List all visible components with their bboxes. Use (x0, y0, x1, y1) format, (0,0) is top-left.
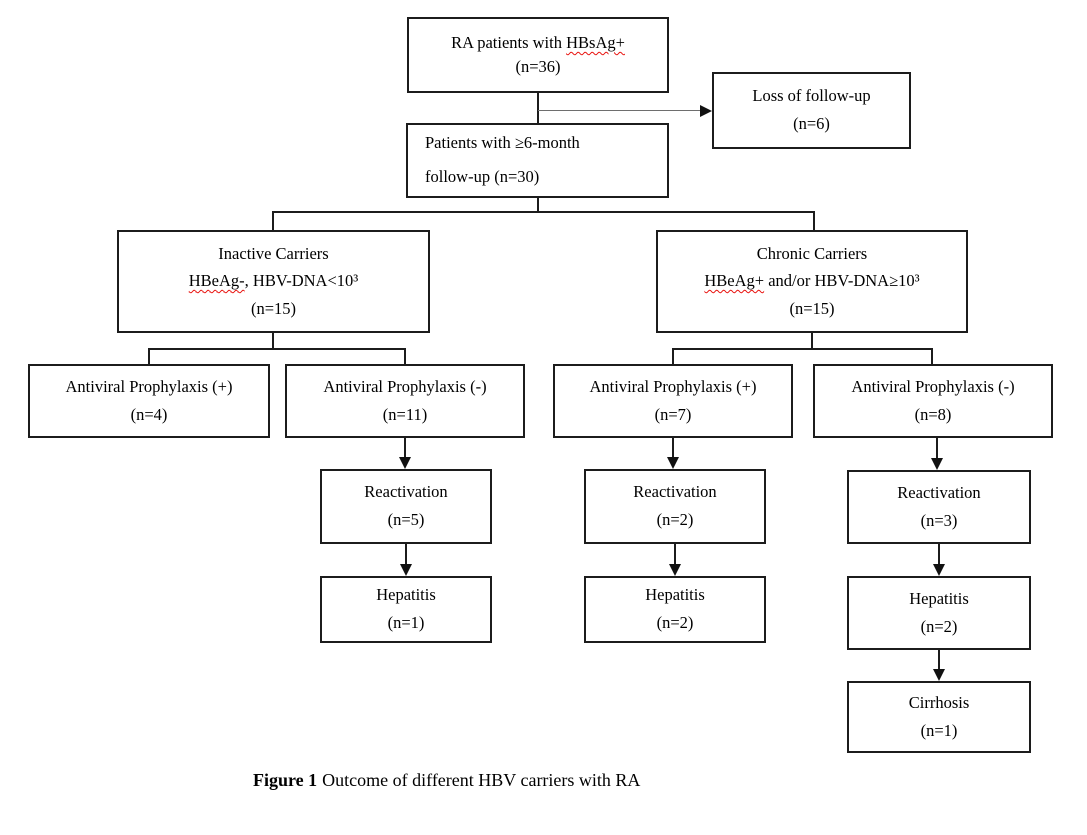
node-label: RA patients with HBsAg+ (451, 32, 625, 52)
connector-drop-ap-plus-chronic (672, 348, 674, 364)
node-label: Hepatitis (376, 585, 436, 605)
node-count: (n=7) (654, 404, 692, 424)
arrow-apminus-to-react-inactive (404, 438, 406, 459)
node-antiviral-minus-chronic: Antiviral Prophylaxis (-) (n=8) (813, 364, 1053, 438)
node-count: (n=15) (250, 298, 297, 318)
arrow-applus-to-react-chronic (672, 438, 674, 459)
arrow-apminus-to-react-chronic (936, 438, 938, 460)
arrow-react-to-hep-inactive (405, 544, 407, 566)
node-reactivation-inactive: Reactivation (n=5) (320, 469, 492, 544)
node-inactive-carriers: Inactive Carriers HBeAg-, HBV-DNA<10³ (n… (117, 230, 430, 333)
node-label: Reactivation (633, 482, 717, 502)
node-count: (n=1) (387, 613, 425, 632)
node-count: (n=36) (515, 56, 561, 76)
node-criteria: HBeAg-, HBV-DNA<10³ (188, 271, 359, 291)
node-label: Antiviral Prophylaxis (-) (851, 376, 1015, 396)
node-label: Reactivation (897, 482, 981, 502)
connector-chronic-stem (811, 333, 813, 349)
node-count: (n=8) (914, 404, 952, 424)
spellcheck-underline: HBsAg+ (566, 32, 625, 52)
arrowhead-cirrhosis-icon (933, 669, 945, 681)
node-label: Antiviral Prophylaxis (-) (323, 376, 487, 396)
node-count: (n=1) (920, 720, 958, 740)
arrowhead-hep-inactive-icon (400, 564, 412, 576)
node-label: Antiviral Prophylaxis (+) (589, 376, 757, 396)
connector-drop-ap-minus-chronic (931, 348, 933, 364)
node-label-line1: Patients with ≥6-month (425, 133, 580, 153)
connector-loss-line (538, 110, 701, 111)
node-label: Hepatitis (645, 585, 705, 605)
figure-caption-label: Figure 1 (253, 770, 318, 790)
node-count: (n=6) (793, 114, 830, 133)
arrow-hep-to-cirrhosis (938, 650, 940, 671)
connector-followup-stem (537, 198, 539, 212)
node-count: (n=5) (387, 510, 425, 529)
node-count: (n=2) (656, 613, 694, 632)
node-loss-followup: Loss of follow-up (n=6) (712, 72, 911, 149)
node-hepatitis-chronic-plus: Hepatitis (n=2) (584, 576, 766, 643)
node-count: (n=2) (656, 510, 694, 529)
connector-inactive-stem (272, 333, 274, 349)
node-antiviral-plus-chronic: Antiviral Prophylaxis (+) (n=7) (553, 364, 793, 438)
connector-drop-ap-plus-inactive (148, 348, 150, 364)
arrowhead-react-chronic-plus-icon (667, 457, 679, 469)
node-reactivation-chronic-plus: Reactivation (n=2) (584, 469, 766, 544)
spellcheck-underline: HBeAg- (188, 271, 245, 291)
node-count: (n=15) (789, 298, 835, 318)
connector-drop-inactive (272, 211, 274, 230)
node-antiviral-minus-inactive: Antiviral Prophylaxis (-) (n=11) (285, 364, 525, 438)
node-ra-patients: RA patients with HBsAg+ (n=36) (407, 17, 669, 93)
node-chronic-carriers: Chronic Carriers HBeAg+ and/or HBV-DNA≥1… (656, 230, 968, 333)
node-label: Loss of follow-up (752, 86, 871, 106)
node-label: Reactivation (364, 482, 448, 502)
connector-drop-ap-minus-inactive (404, 348, 406, 364)
node-antiviral-plus-inactive: Antiviral Prophylaxis (+) (n=4) (28, 364, 270, 438)
node-label: Antiviral Prophylaxis (+) (65, 376, 233, 396)
loss-arrowhead-icon (700, 105, 712, 117)
connector-root-to-followup (537, 93, 539, 123)
spellcheck-underline: HBeAg+ (704, 271, 765, 291)
arrowhead-react-chronic-minus-icon (931, 458, 943, 470)
node-count: (n=4) (130, 404, 168, 424)
connector-inactive-split-bar (148, 348, 406, 350)
node-title: Inactive Carriers (218, 243, 329, 263)
arrowhead-react-inactive-icon (399, 457, 411, 469)
arrow-react-to-hep-chronic-minus (938, 544, 940, 566)
arrowhead-hep-chronic-plus-icon (669, 564, 681, 576)
node-title: Chronic Carriers (756, 243, 868, 263)
node-reactivation-chronic-minus: Reactivation (n=3) (847, 470, 1031, 544)
arrow-react-to-hep-chronic-plus (674, 544, 676, 566)
figure-caption-text: Outcome of different HBV carriers with R… (322, 770, 641, 790)
node-count: (n=2) (920, 616, 958, 636)
node-cirrhosis: Cirrhosis (n=1) (847, 681, 1031, 753)
connector-main-split-bar (272, 211, 815, 213)
node-count: (n=11) (382, 404, 428, 424)
node-hepatitis-chronic-minus: Hepatitis (n=2) (847, 576, 1031, 650)
node-hepatitis-inactive: Hepatitis (n=1) (320, 576, 492, 643)
node-followup-6month: Patients with ≥6-month follow-up (n=30) (406, 123, 669, 198)
connector-drop-chronic (813, 211, 815, 230)
node-label-line2: follow-up (n=30) (425, 167, 540, 186)
node-count: (n=3) (920, 510, 958, 530)
connector-chronic-split-bar (672, 348, 933, 350)
node-criteria: HBeAg+ and/or HBV-DNA≥10³ (704, 271, 920, 291)
node-label: Hepatitis (909, 588, 969, 608)
node-label: Cirrhosis (908, 692, 970, 712)
arrowhead-hep-chronic-minus-icon (933, 564, 945, 576)
